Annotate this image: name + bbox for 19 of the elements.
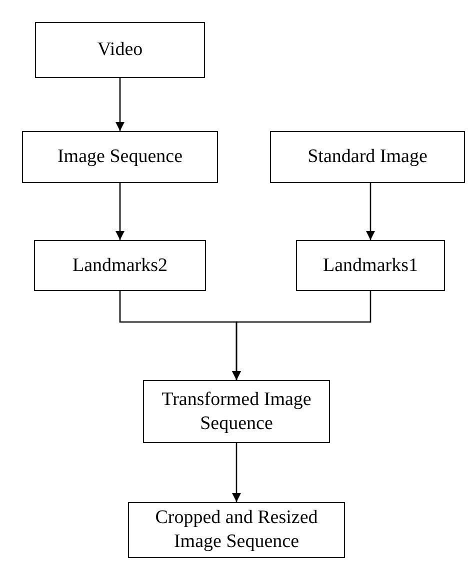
box-label: Image Sequence (57, 145, 183, 169)
process-box (296, 240, 445, 291)
box-label: Landmarks2 (72, 254, 168, 278)
process-box (143, 380, 330, 443)
arrow (116, 78, 124, 131)
box-label: Landmarks1 (323, 254, 418, 278)
process-box (34, 240, 206, 291)
process-box (35, 22, 205, 78)
box-label: Cropped and Resized Image Sequence (154, 506, 319, 554)
arrow (232, 291, 372, 380)
arrow (232, 443, 241, 502)
arrow (366, 183, 375, 240)
process-box (270, 131, 465, 183)
box-label: Standard Image (308, 145, 428, 169)
process-box (128, 502, 345, 558)
box-label: Transformed Image Sequence (160, 388, 312, 436)
arrow (116, 183, 124, 240)
box-label: Video (97, 38, 143, 62)
process-box (22, 131, 218, 183)
